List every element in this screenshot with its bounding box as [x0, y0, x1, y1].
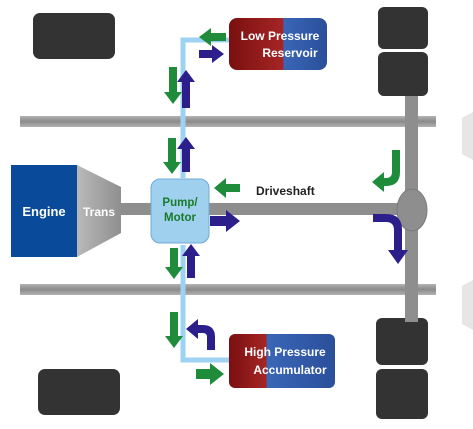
green-arrow-curved-driveshaft [372, 150, 400, 192]
rear-right-tire-lower [376, 369, 428, 419]
high-pressure-accumulator [229, 334, 335, 388]
purple-arrow-right-pump [210, 210, 240, 232]
driveshaft-label: Driveshaft [256, 184, 315, 198]
purple-arrow-curved-driveshaft [373, 214, 408, 264]
green-arrow-down-below-pump [165, 248, 183, 279]
driveshaft-bar [208, 203, 408, 215]
front-left-tire [33, 13, 115, 59]
front-right-tire-lower [378, 52, 428, 96]
pump-motor-label-line1: Pump/ [162, 197, 198, 209]
rear-right-tire-upper [376, 318, 428, 365]
green-arrow-down-mid [163, 138, 181, 174]
green-arrow-down-low [165, 312, 183, 348]
green-arrow-left-pump [214, 178, 240, 198]
high-pressure-accumulator-line1: High Pressure [244, 345, 326, 359]
trans-to-pump-shaft [121, 203, 151, 215]
differential [396, 188, 428, 232]
lower-frame-rail [20, 284, 436, 295]
purple-arrow-up-mid [177, 137, 195, 172]
purple-arrow-up-below-pump [182, 244, 200, 278]
low-pressure-reservoir-line2: Reservoir [262, 46, 318, 60]
hydraulic-line-bottom [180, 245, 229, 363]
purple-arrow-curved-low [186, 319, 215, 350]
low-pressure-reservoir-line1: Low Pressure [241, 29, 320, 43]
engine-label: Engine [22, 204, 65, 219]
transmission [77, 165, 121, 257]
low-pressure-reservoir [229, 18, 327, 70]
upper-frame-rail [20, 116, 436, 127]
pump-motor [150, 178, 210, 244]
edge-fold-bottom [462, 280, 473, 330]
purple-arrow-up-top [177, 70, 195, 108]
green-arrow-right-bottom [196, 363, 224, 385]
rear-left-tire [38, 369, 120, 415]
purple-arrow-right-top [199, 45, 224, 63]
edge-fold-top [462, 112, 473, 160]
trans-label: Trans [83, 205, 115, 219]
green-arrow-left-top [199, 28, 226, 46]
engine-block [11, 165, 77, 257]
front-right-tire-upper [378, 7, 428, 49]
pump-motor-label-line2: Motor [164, 212, 196, 224]
green-arrow-down-top [164, 67, 182, 104]
high-pressure-accumulator-line2: Accumulator [253, 363, 327, 377]
